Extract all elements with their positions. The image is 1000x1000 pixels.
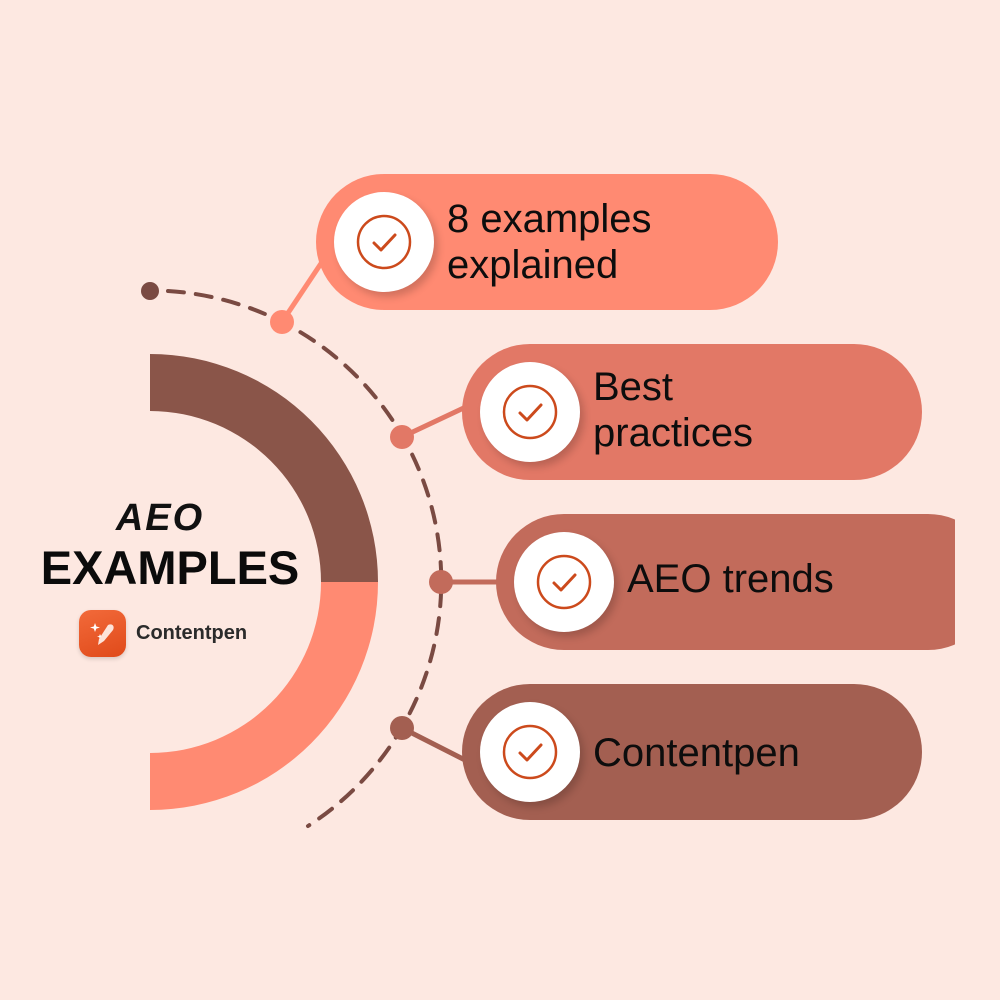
title-aeo: AEO bbox=[115, 497, 205, 539]
check-circle-icon bbox=[480, 362, 580, 462]
half-ring-bottom bbox=[150, 582, 378, 810]
check-circle-icon bbox=[334, 192, 434, 292]
item-label: 8 examples explained bbox=[447, 197, 652, 287]
list-item-best-practices[interactable]: Best practices bbox=[462, 344, 922, 480]
list-item-8-examples[interactable]: 8 examples explained bbox=[316, 174, 778, 310]
connector-dot-1 bbox=[270, 310, 294, 334]
half-ring-top bbox=[150, 354, 378, 582]
item-label: Best practices bbox=[593, 365, 754, 455]
connector-dot-4 bbox=[390, 716, 414, 740]
connector-1 bbox=[279, 260, 325, 324]
connector-2 bbox=[400, 402, 472, 440]
title-examples: EXAMPLES bbox=[40, 541, 300, 594]
connector-dot-2 bbox=[390, 425, 414, 449]
connector-dot-3 bbox=[429, 570, 453, 594]
list-item-aeo-trends[interactable]: AEO trends bbox=[496, 514, 955, 650]
brand-name: Contentpen bbox=[136, 622, 248, 644]
item-label: AEO trends bbox=[627, 557, 834, 601]
check-circle-icon bbox=[514, 532, 614, 632]
brand-logo: Contentpen bbox=[79, 610, 247, 657]
list-item-contentpen[interactable]: Contentpen bbox=[462, 684, 922, 820]
arc-start-dot bbox=[141, 282, 159, 300]
item-label: Contentpen bbox=[593, 731, 800, 775]
pen-sparkle-icon bbox=[79, 610, 126, 657]
check-circle-icon bbox=[480, 702, 580, 802]
